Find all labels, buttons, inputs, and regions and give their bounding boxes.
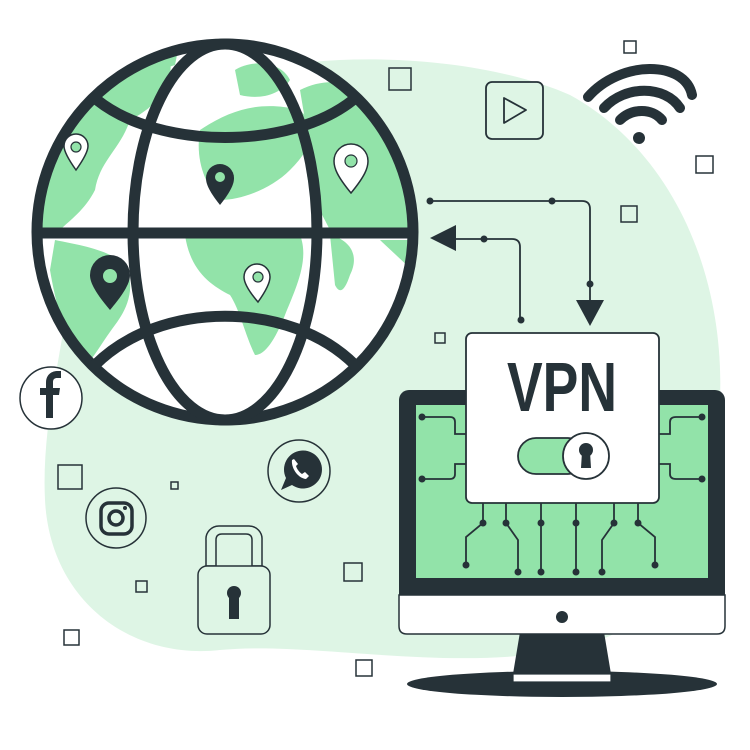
- facebook-icon: [19, 366, 83, 430]
- location-pin-icon: [333, 143, 369, 195]
- vpn-label: VPN: [507, 348, 617, 426]
- decorative-squares: [57, 40, 714, 677]
- wifi-icon: [583, 64, 697, 144]
- location-pin-icon: [243, 263, 271, 304]
- play-icon: [485, 81, 544, 140]
- arrow-left-icon: [430, 225, 456, 251]
- whatsapp-icon: [267, 439, 331, 503]
- connection-dots: [426, 197, 594, 324]
- location-pin-icon: [63, 133, 89, 172]
- arrow-down-icon: [576, 300, 604, 326]
- instagram-icon: [85, 487, 147, 549]
- vpn-toggle[interactable]: [517, 432, 610, 480]
- globe-icon: [31, 38, 419, 426]
- vpn-card: VPN: [465, 332, 660, 504]
- circuit-dots: [418, 413, 706, 576]
- padlock-icon: [197, 525, 271, 635]
- circuit-traces: [422, 416, 702, 572]
- location-pin-icon: [206, 164, 234, 205]
- globe-grid: [31, 38, 419, 426]
- connection-lines: [430, 200, 591, 320]
- location-pin-icon: [90, 255, 130, 310]
- keyhole-icon: [579, 443, 593, 468]
